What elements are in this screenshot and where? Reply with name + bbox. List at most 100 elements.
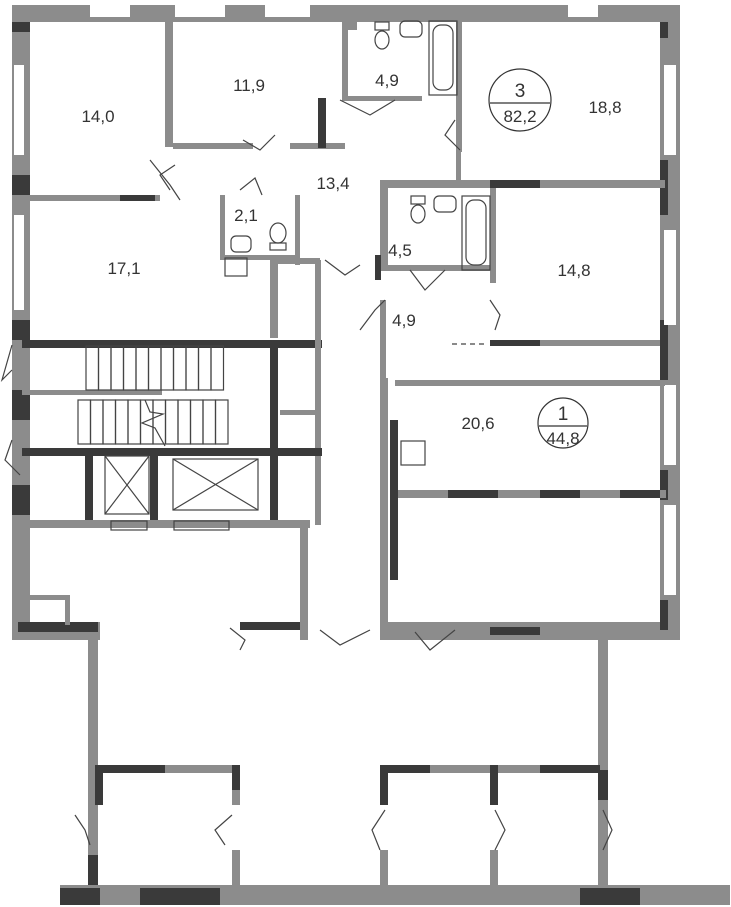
toilet-icon [269, 222, 287, 251]
bearing-wall [12, 175, 30, 195]
bearing-wall [490, 627, 540, 635]
sink-icon [399, 20, 423, 38]
stair-step [160, 345, 175, 391]
door-swing [242, 134, 276, 151]
wall [290, 143, 345, 149]
bearing-wall [448, 490, 498, 498]
window [90, 5, 130, 17]
bearing-wall [660, 320, 668, 380]
door-swing [409, 269, 446, 291]
wall [165, 22, 173, 147]
door-swing [239, 177, 263, 196]
wall [342, 22, 348, 100]
elevator-icon [172, 458, 259, 511]
wall [380, 378, 388, 623]
wall [380, 180, 388, 265]
apartment-rooms: 3 [515, 81, 526, 102]
bearing-wall [120, 195, 155, 201]
room-area-label: 4,9 [392, 311, 416, 330]
wall [173, 143, 253, 149]
bearing-wall [490, 180, 540, 188]
bearing-wall [390, 420, 398, 580]
sink-icon [400, 440, 426, 466]
bathtub-icon [428, 20, 458, 96]
room-area-label: 4,5 [388, 241, 412, 260]
door-swing [339, 99, 396, 116]
wall [270, 258, 278, 338]
window [14, 65, 24, 155]
window [14, 215, 24, 310]
wall [280, 410, 316, 415]
bearing-wall [540, 765, 600, 773]
door-swing [494, 809, 506, 851]
door-swing [159, 164, 176, 191]
wall [65, 595, 70, 625]
bearing-wall [18, 622, 98, 632]
wall [300, 520, 308, 640]
room-area-label: 18,8 [588, 98, 621, 117]
sink-icon [224, 257, 248, 277]
window [265, 5, 310, 17]
wall [456, 22, 462, 152]
bearing-wall [620, 490, 660, 498]
bearing-wall [88, 855, 98, 885]
wall [456, 150, 461, 185]
wall [380, 265, 490, 271]
wall [270, 258, 320, 264]
stair-step [214, 399, 229, 445]
door-swing [371, 809, 386, 851]
apartment-badge-1: 1 44,8 [537, 397, 589, 449]
sink-icon [230, 235, 252, 253]
window [664, 505, 676, 595]
room-area-label: 20,6 [461, 414, 494, 433]
door-swing [319, 629, 371, 646]
stair-step [147, 345, 162, 391]
bearing-wall [490, 765, 498, 805]
bearing-wall [270, 340, 278, 520]
stair-step [110, 345, 125, 391]
apartment-badge-3: 3 82,2 [488, 68, 552, 132]
room-area-label: 4,9 [375, 71, 399, 90]
wall [30, 520, 310, 528]
door-swing [602, 809, 613, 851]
bearing-wall [12, 22, 30, 32]
door-swing [414, 629, 456, 651]
bearing-wall [140, 888, 220, 905]
wall [295, 195, 300, 265]
bearing-wall [660, 470, 668, 500]
wall [598, 640, 608, 890]
door-swing [359, 299, 386, 331]
stair-step [85, 345, 100, 391]
wall [220, 255, 300, 260]
wall [220, 195, 225, 255]
wall [490, 850, 498, 885]
stair-step [114, 399, 129, 445]
stair-step [177, 399, 192, 445]
staircase-icon [77, 345, 229, 445]
bearing-wall [270, 448, 278, 520]
bearing-wall [95, 765, 165, 773]
walls [12, 5, 730, 905]
window [664, 230, 676, 325]
stair-step [122, 345, 137, 391]
bearing-wall [318, 98, 326, 148]
door-swing [229, 627, 246, 651]
stair-break-line [140, 399, 166, 447]
room-area-label: 2,1 [234, 206, 258, 225]
bearing-wall [22, 340, 322, 348]
bearing-wall [150, 448, 158, 520]
bearing-wall [660, 600, 668, 630]
bearing-wall [95, 765, 103, 805]
stair-step [152, 399, 167, 445]
bearing-wall [598, 770, 608, 800]
wall [95, 765, 240, 773]
wall [342, 96, 422, 101]
window [175, 5, 225, 17]
toilet-icon [374, 21, 390, 50]
room-area-label: 17,1 [107, 259, 140, 278]
bearing-wall [12, 485, 30, 515]
apartment-area: 82,2 [503, 107, 536, 126]
wall [395, 380, 665, 386]
stair-step [164, 399, 179, 445]
stair-step [172, 345, 187, 391]
